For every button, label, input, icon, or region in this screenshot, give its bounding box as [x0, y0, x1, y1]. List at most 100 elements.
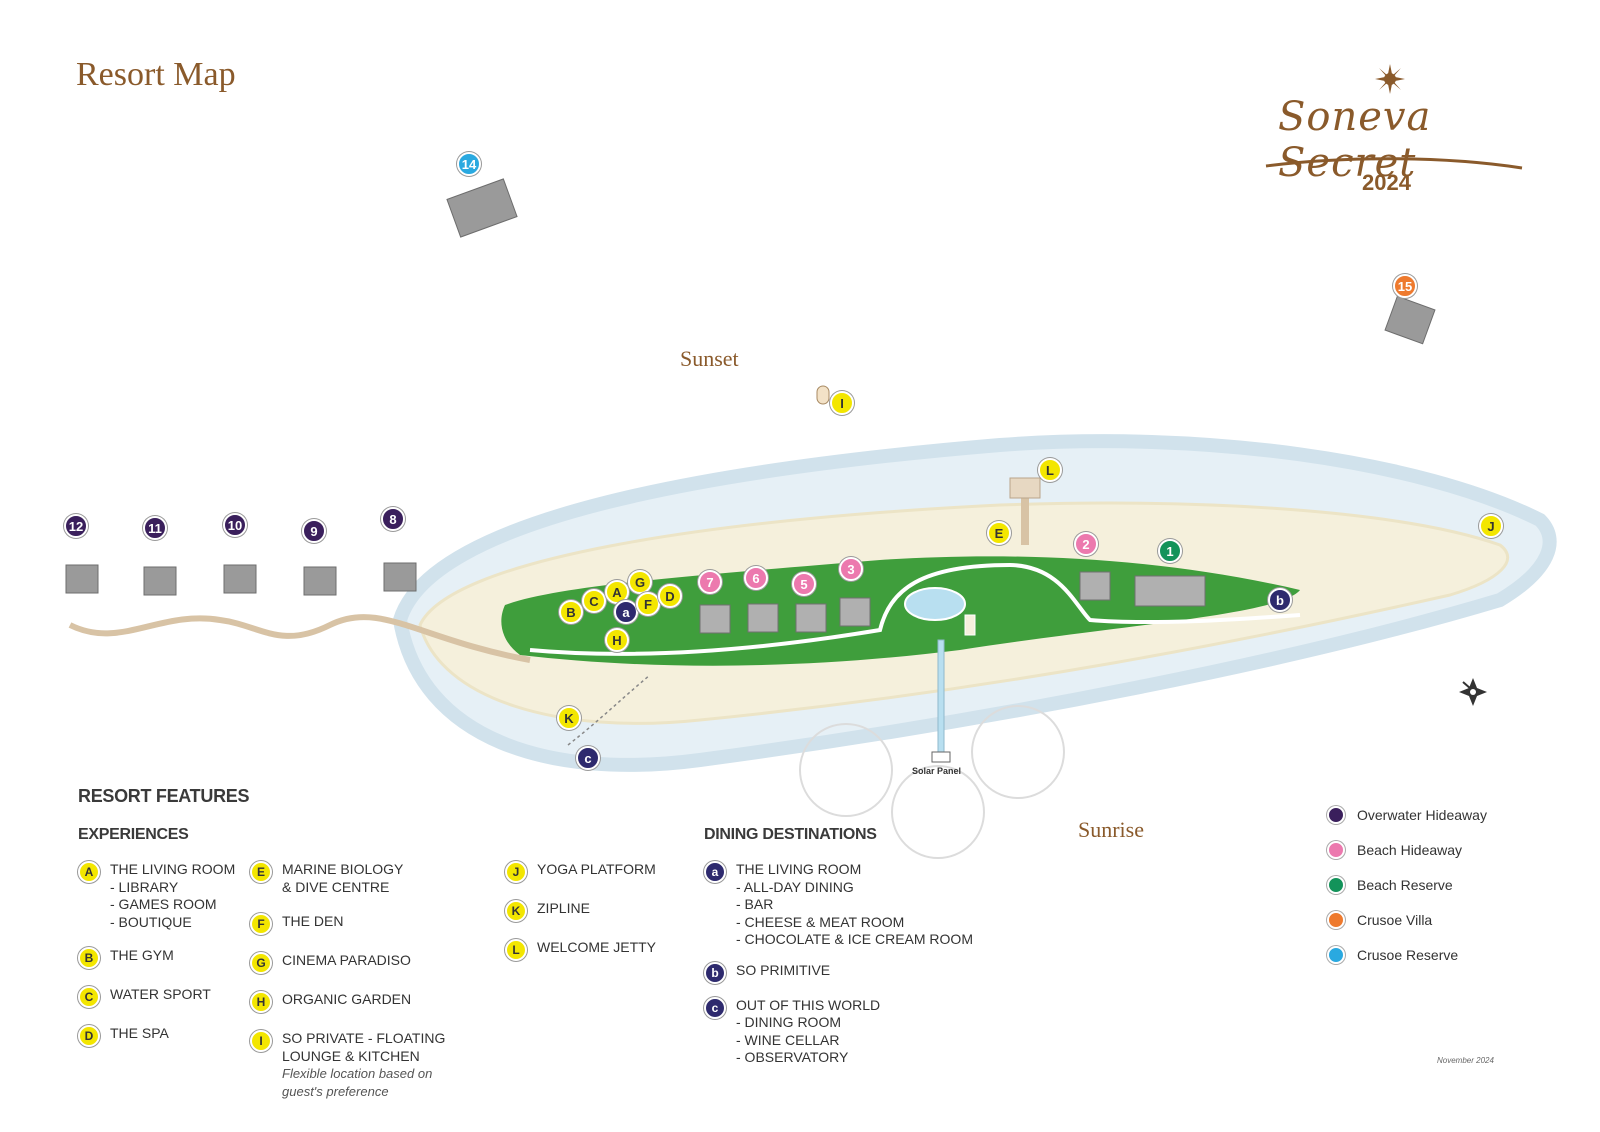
feature-text: THE LIVING ROOM- ALL-DAY DINING- BAR- CH…: [736, 861, 973, 949]
feature-text: THE LIVING ROOM- LIBRARY- GAMES ROOM- BO…: [110, 861, 235, 931]
feature-line: SO PRIMITIVE: [736, 961, 831, 978]
feature-text: SO PRIMITIVE: [736, 962, 830, 980]
legend-swatch: [1327, 946, 1345, 964]
overwater-villas: [65, 562, 417, 596]
observatory-ring-3: [971, 705, 1065, 799]
feature-line: WATER SPORT: [110, 986, 211, 1002]
feature-text: CINEMA PARADISO: [282, 952, 411, 970]
feature-key-K: K: [505, 900, 527, 922]
feature-L: L WELCOME JETTY: [505, 939, 695, 961]
legend-label: Overwater Hideaway: [1357, 807, 1487, 823]
map-marker-2[interactable]: 2: [1074, 532, 1098, 556]
map-marker-7[interactable]: 7: [698, 570, 722, 594]
feature-text: MARINE BIOLOGY& DIVE CENTRE: [282, 861, 403, 896]
map-marker-E[interactable]: E: [987, 521, 1011, 545]
map-marker-G[interactable]: G: [628, 570, 652, 594]
beach-villas: [699, 571, 1206, 634]
map-marker-b[interactable]: b: [1268, 588, 1292, 612]
map-marker-3[interactable]: 3: [839, 557, 863, 581]
legend-swatch: [1327, 911, 1345, 929]
map-marker-11[interactable]: 11: [143, 516, 167, 540]
island-path: [529, 562, 1301, 656]
page-title: Resort Map: [76, 56, 236, 93]
map-marker-J[interactable]: J: [1479, 514, 1503, 538]
map-marker-D[interactable]: D: [658, 584, 682, 608]
observatory-ring-2: [891, 765, 985, 859]
legend-item: Crusoe Reserve: [1327, 946, 1487, 964]
map-marker-I[interactable]: I: [830, 391, 854, 415]
map-marker-B[interactable]: B: [559, 600, 583, 624]
feature-line: THE GYM: [110, 947, 174, 963]
feature-line: CINEMA PARADISO: [282, 952, 411, 968]
feature-line: - WINE CELLAR: [736, 1031, 840, 1048]
feature-note: Flexible location based on: [282, 1066, 433, 1081]
feature-text: YOGA PLATFORM: [537, 861, 656, 879]
feature-key-B: B: [78, 947, 100, 969]
observatory-ring-1: [799, 723, 893, 817]
sunset-label: Sunset: [680, 346, 739, 371]
map-marker-H[interactable]: H: [605, 628, 629, 652]
feature-key-L: L: [505, 939, 527, 961]
feature-text: WELCOME JETTY: [537, 939, 656, 957]
map-marker-a[interactable]: a: [614, 600, 638, 624]
feature-line: ORGANIC GARDEN: [282, 991, 412, 1007]
feature-line: THE LIVING ROOM: [110, 861, 236, 877]
legend-label: Beach Hideaway: [1357, 842, 1463, 858]
map-marker-L[interactable]: L: [1038, 458, 1062, 482]
feature-line: & DIVE CENTRE: [282, 878, 390, 895]
map-marker-5[interactable]: 5: [792, 572, 816, 596]
feature-c: c OUT OF THIS WORLD- DINING ROOM- WINE CE…: [704, 996, 1004, 1067]
feature-key-H: H: [250, 991, 272, 1013]
map-marker-K[interactable]: K: [557, 706, 581, 730]
feature-key-C: C: [78, 986, 100, 1008]
feature-line: - BOUTIQUE: [110, 913, 192, 930]
map-marker-F[interactable]: F: [636, 592, 660, 616]
legend-item: Beach Hideaway: [1327, 841, 1487, 859]
feature-line: THE DEN: [282, 913, 344, 929]
map-marker-15[interactable]: 15: [1393, 274, 1417, 298]
experiences-heading: EXPERIENCES: [78, 826, 189, 843]
feature-line: - ALL-DAY DINING: [736, 878, 854, 895]
feature-line: - LIBRARY: [110, 878, 179, 895]
feature-line: - CHEESE & MEAT ROOM: [736, 913, 905, 930]
feature-note: guest's preference: [282, 1083, 389, 1099]
feature-key-c: c: [704, 996, 726, 1019]
legend-swatch: [1327, 841, 1345, 859]
floating-lounge-icon: [816, 385, 830, 405]
legend-item: Overwater Hideaway: [1327, 806, 1487, 824]
sun-icon: [1375, 64, 1405, 94]
tennis-court: [964, 614, 976, 636]
feature-text: WATER SPORT: [110, 986, 211, 1004]
feature-line: WELCOME JETTY: [537, 939, 657, 955]
solar-panel: [931, 751, 951, 763]
sunrise-label: Sunrise: [1078, 817, 1144, 842]
map-marker-12[interactable]: 12: [64, 514, 88, 538]
feature-line: - OBSERVATORY: [736, 1049, 849, 1065]
logo-year: 2024: [1362, 170, 1411, 195]
feature-line: YOGA PLATFORM: [537, 861, 656, 877]
map-marker-8[interactable]: 8: [381, 507, 405, 531]
feature-key-G: G: [250, 952, 272, 974]
map-marker-1[interactable]: 1: [1158, 539, 1182, 563]
welcome-jetty: [1021, 480, 1029, 545]
feature-text: ZIPLINE: [537, 900, 590, 918]
map-marker-6[interactable]: 6: [744, 566, 768, 590]
solar-jetty: [937, 639, 945, 753]
feature-text: OUT OF THIS WORLD- DINING ROOM- WINE CEL…: [736, 997, 880, 1067]
resort-features-heading: RESORT FEATURES: [78, 786, 250, 806]
feature-key-a: a: [704, 861, 726, 883]
map-marker-c[interactable]: c: [576, 746, 600, 770]
map-marker-10[interactable]: 10: [223, 513, 247, 537]
feature-line: SO PRIVATE - FLOATING: [282, 1030, 446, 1046]
feature-text: ORGANIC GARDEN: [282, 991, 411, 1009]
map-marker-C[interactable]: C: [582, 589, 606, 613]
feature-B: B THE GYM: [78, 947, 243, 969]
feature-key-I: I: [250, 1030, 272, 1052]
map-marker-9[interactable]: 9: [302, 519, 326, 543]
map-marker-14[interactable]: 14: [457, 152, 481, 176]
